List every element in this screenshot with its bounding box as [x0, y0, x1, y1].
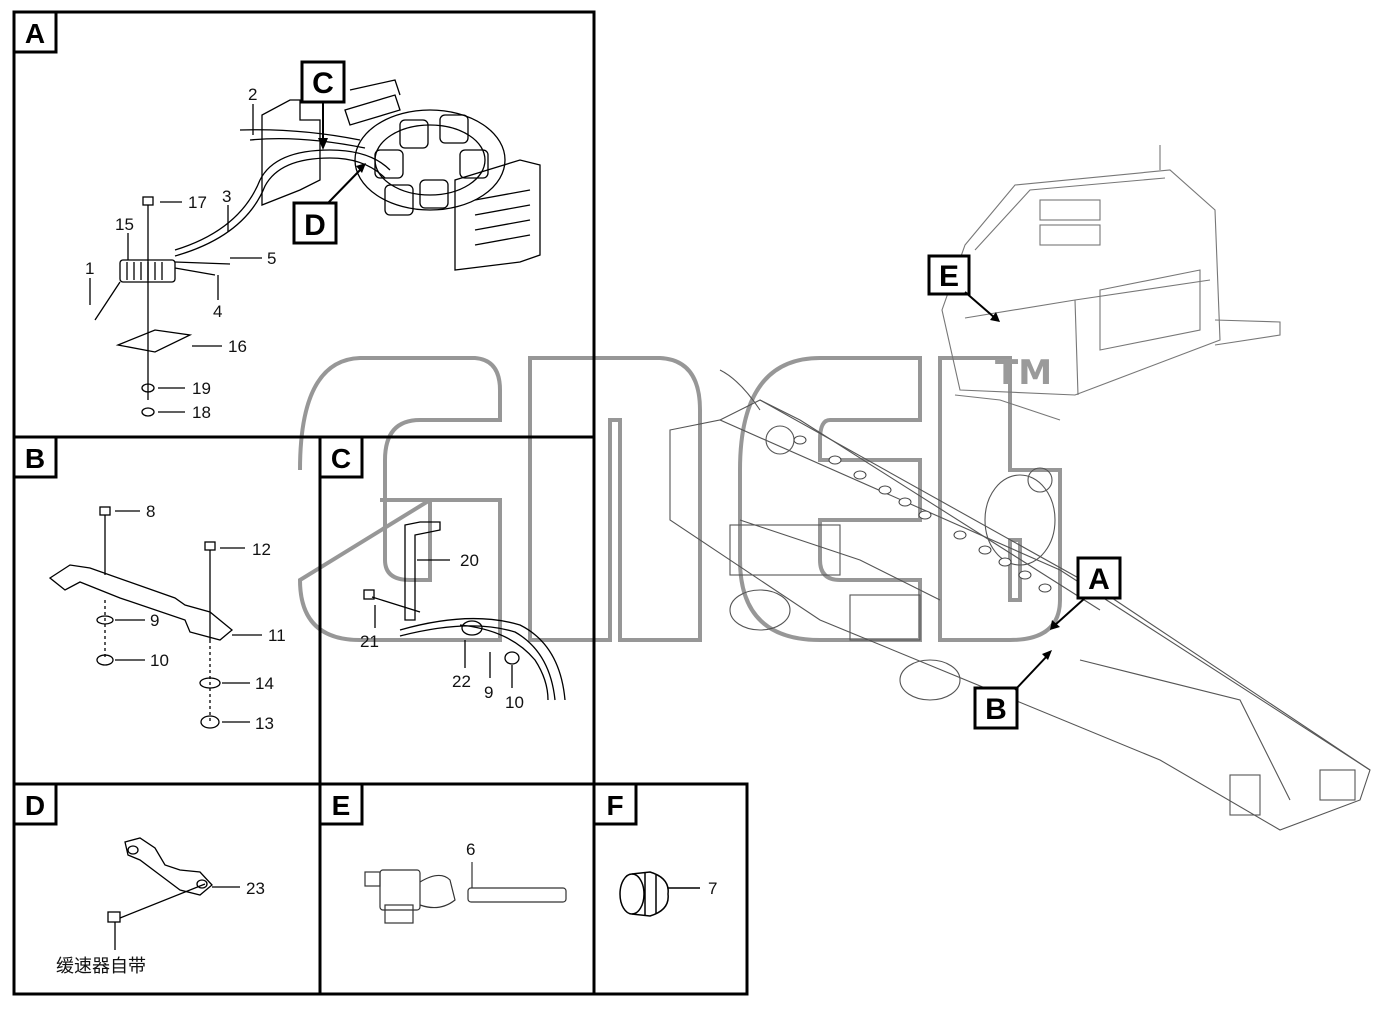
part-number-11: 11	[268, 626, 286, 645]
part-number-1: 1	[85, 259, 94, 278]
panel-d-label: D	[25, 790, 45, 821]
part-number-17: 17	[188, 193, 207, 212]
part-number-16: 16	[228, 337, 247, 356]
part-number-22: 22	[452, 672, 471, 691]
part-number-18: 18	[192, 403, 211, 422]
panel-c-label: C	[331, 443, 351, 474]
callout-d-label: D	[304, 209, 326, 242]
clamp-d-drawing	[107, 837, 240, 950]
callout-e-on-truck: E	[927, 254, 1000, 322]
part-number-15: 15	[115, 215, 134, 234]
part-number-12: 12	[252, 540, 271, 559]
callout-c-on-panel-a: C	[300, 60, 346, 150]
mounting-bracket-drawing	[48, 506, 262, 729]
panel-d-tab: D	[12, 782, 58, 826]
panel-b-label: B	[25, 443, 45, 474]
part-number-3: 3	[222, 187, 231, 206]
chassis-holes	[793, 435, 1052, 593]
callout-a-truck-label: A	[1088, 563, 1110, 596]
grommet-drawing	[619, 871, 700, 917]
part-number-21: 21	[360, 632, 379, 651]
part-number-13: 13	[255, 714, 274, 733]
retarder-assembly-drawing	[89, 79, 541, 417]
panel-b-tab: B	[12, 435, 58, 479]
callout-d-on-panel-a: D	[292, 163, 366, 245]
part-number-23: 23	[246, 879, 265, 898]
panel-e-tab: E	[318, 782, 364, 826]
part-number-19: 19	[192, 379, 211, 398]
watermark-logo	[297, 356, 1062, 642]
part-number-4: 4	[213, 302, 222, 321]
part-number-2: 2	[248, 85, 257, 104]
callout-b-truck-label: B	[985, 693, 1007, 726]
callout-c-label: C	[312, 67, 334, 100]
part-number-8: 8	[146, 502, 155, 521]
callout-e-label: E	[939, 260, 959, 293]
part-number-9-panel-b: 9	[150, 611, 159, 630]
part-number-5: 5	[267, 249, 276, 268]
callout-a-on-truck: A	[1050, 556, 1122, 630]
panel-a-label: A	[25, 18, 45, 49]
panel-b-frame	[12, 435, 322, 786]
panel-e-label: E	[332, 790, 351, 821]
part-number-10-panel-b: 10	[150, 651, 169, 670]
watermark-tm: TM	[995, 353, 1052, 393]
truck-cab-drawing	[941, 145, 1281, 421]
panel-a-tab: A	[12, 10, 58, 54]
truck-chassis-drawing	[669, 369, 1371, 831]
panel-f-tab: F	[592, 782, 638, 826]
panel-c-tab: C	[318, 435, 364, 479]
part-number-9-panel-c: 9	[484, 683, 493, 702]
retarder-supplied-note: 缓速器自带	[56, 956, 146, 977]
control-lever-drawing	[364, 862, 567, 924]
part-number-14: 14	[255, 674, 274, 693]
part-number-7: 7	[708, 879, 717, 898]
panel-f-label: F	[606, 790, 623, 821]
panel-f-frame	[592, 782, 749, 996]
part-number-20: 20	[460, 551, 479, 570]
panel-c-frame	[318, 435, 596, 786]
part-number-6: 6	[466, 840, 475, 859]
cable-clamp-drawing	[363, 521, 566, 701]
part-number-10-panel-c: 10	[505, 693, 524, 712]
callout-b-on-truck: B	[973, 650, 1052, 730]
